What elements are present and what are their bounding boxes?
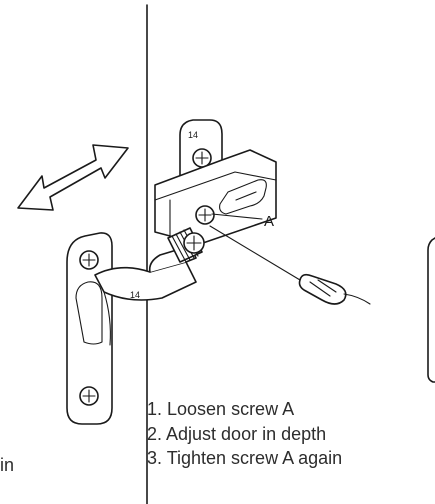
screwdriver-icon (209, 225, 371, 305)
step-item: 2. Adjust door in depth (147, 423, 327, 444)
screw-callout-label: A (264, 213, 274, 230)
screw-icon (79, 386, 99, 406)
step-item: 1. Loosen screw A (147, 399, 295, 419)
hinge-mounting-plate: 14 (154, 119, 277, 263)
screw-icon (79, 250, 99, 270)
callout-line (211, 213, 263, 220)
hinge-arm: 14 (94, 245, 197, 346)
step-item: 3. Tighten screw A again (147, 448, 343, 468)
hinge-base-plate (66, 232, 113, 425)
side-panel-fragment (427, 237, 435, 383)
double-arrow-icon (17, 144, 129, 211)
instruction-steps: 1. Loosen screw A 2. Adjust door in dept… (147, 397, 435, 471)
hinge-number-top: 14 (188, 130, 198, 140)
screw-a-icon (195, 205, 215, 225)
cropped-text-fragment: in (0, 455, 14, 475)
hinge-number-bottom: 14 (130, 290, 140, 300)
screw-icon (183, 232, 205, 254)
